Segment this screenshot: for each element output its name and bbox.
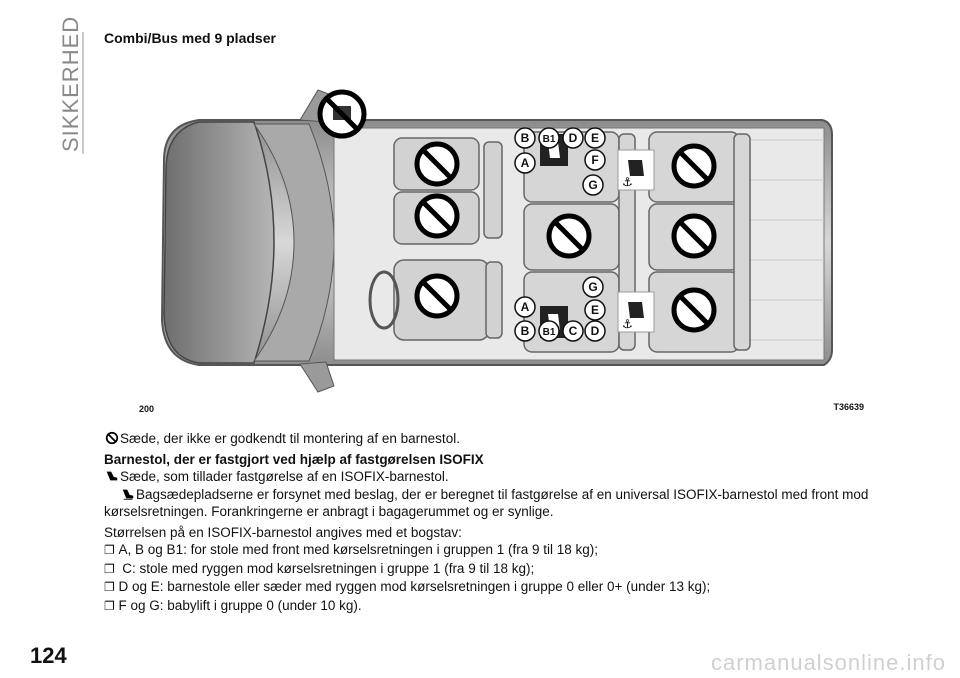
svg-text:C: C [569, 324, 578, 338]
svg-text:⚓: ⚓ [622, 175, 633, 189]
airbag-warning-icon [317, 89, 367, 139]
legend-rear-seats: Bagsædepladserne er forsynet med beslag,… [104, 486, 869, 520]
side-tab-rule [82, 32, 84, 154]
size-label-badge: E [584, 127, 606, 149]
svg-text:F: F [591, 153, 598, 167]
size-label-badge: B [514, 320, 536, 342]
size-label-badge: F [584, 149, 606, 171]
size-label-badge: D [562, 127, 584, 149]
legend-text: Sæde, der ikke er godkendt til montering… [104, 430, 904, 615]
legend-isofix-allowed: Sæde, som tillader fastgørelse af en ISO… [104, 468, 904, 486]
not-approved-seat-icon [417, 276, 457, 316]
bookmark-icon: ❐ [104, 598, 115, 613]
not-approved-seat-icon [549, 216, 589, 256]
vehicle-seat-diagram: ⚓ ⚓ B B1 D E A F G G A E B B1 C D [160, 89, 833, 393]
svg-text:B: B [521, 131, 530, 145]
bookmark-icon: ❐ [104, 561, 115, 576]
svg-text:A: A [521, 300, 530, 314]
size-label-badge: E [584, 299, 606, 321]
not-approved-seat-icon [674, 146, 714, 186]
svg-text:⚓: ⚓ [622, 317, 633, 331]
svg-text:G: G [588, 178, 597, 192]
svg-text:E: E [591, 131, 599, 145]
figure-code: T36639 [833, 402, 864, 412]
bookmark-icon: ❐ [104, 543, 115, 557]
section-title: Combi/Bus med 9 pladser [104, 30, 276, 46]
isofix-anchor-icon: ⚓ [617, 149, 655, 191]
watermark: carmanualsonline.info [710, 650, 946, 675]
not-approved-seat-icon [417, 196, 457, 236]
svg-text:B: B [521, 324, 530, 338]
size-intro: Størrelsen på en ISOFIX-barnestol angive… [104, 524, 462, 540]
size-label-badge: G [582, 174, 604, 196]
svg-text:E: E [591, 303, 599, 317]
svg-text:B1: B1 [543, 134, 556, 145]
size-label-badge: B1 [538, 127, 560, 149]
figure-number: 200 [139, 404, 155, 414]
size-item: ❐ A, B og B1: for stole med front med kø… [104, 542, 599, 557]
not-approved-seat-icon [674, 290, 714, 330]
not-approved-seat-icon [674, 216, 714, 256]
isofix-anchor-icon [122, 489, 134, 500]
size-label-badge: B [514, 127, 536, 149]
isofix-anchor-icon: ⚓ [617, 291, 655, 333]
size-label-badge: G [582, 276, 604, 298]
bookmark-icon: ❐ [104, 580, 115, 594]
legend-not-approved: Sæde, der ikke er godkendt til montering… [104, 430, 904, 448]
svg-text:A: A [521, 156, 530, 170]
size-label-badge: A [514, 296, 536, 318]
size-label-badge: B1 [538, 320, 560, 342]
size-item: ❐ C: stole med ryggen mod kørselsretning… [104, 560, 535, 576]
svg-text:D: D [591, 324, 600, 338]
size-item: ❐ D og E: barnestole eller sæder med ryg… [104, 579, 711, 594]
side-tab-label: SIKKERHED [58, 15, 83, 152]
svg-text:D: D [569, 131, 578, 145]
not-approved-seat-icon [417, 144, 457, 184]
size-item: ❐ F og G: babylift i gruppe 0 (under 10 … [104, 597, 362, 613]
size-label-badge: C [562, 320, 584, 342]
svg-text:B1: B1 [543, 327, 556, 338]
size-label-badge: A [514, 152, 536, 174]
isofix-seat-icon [106, 471, 118, 481]
no-entry-icon [105, 431, 119, 445]
size-label-badge: D [584, 320, 606, 342]
page-number: 124 [30, 643, 67, 668]
isofix-heading: Barnestol, der er fastgjort ved hjælp af… [104, 451, 484, 467]
svg-text:G: G [588, 280, 597, 294]
